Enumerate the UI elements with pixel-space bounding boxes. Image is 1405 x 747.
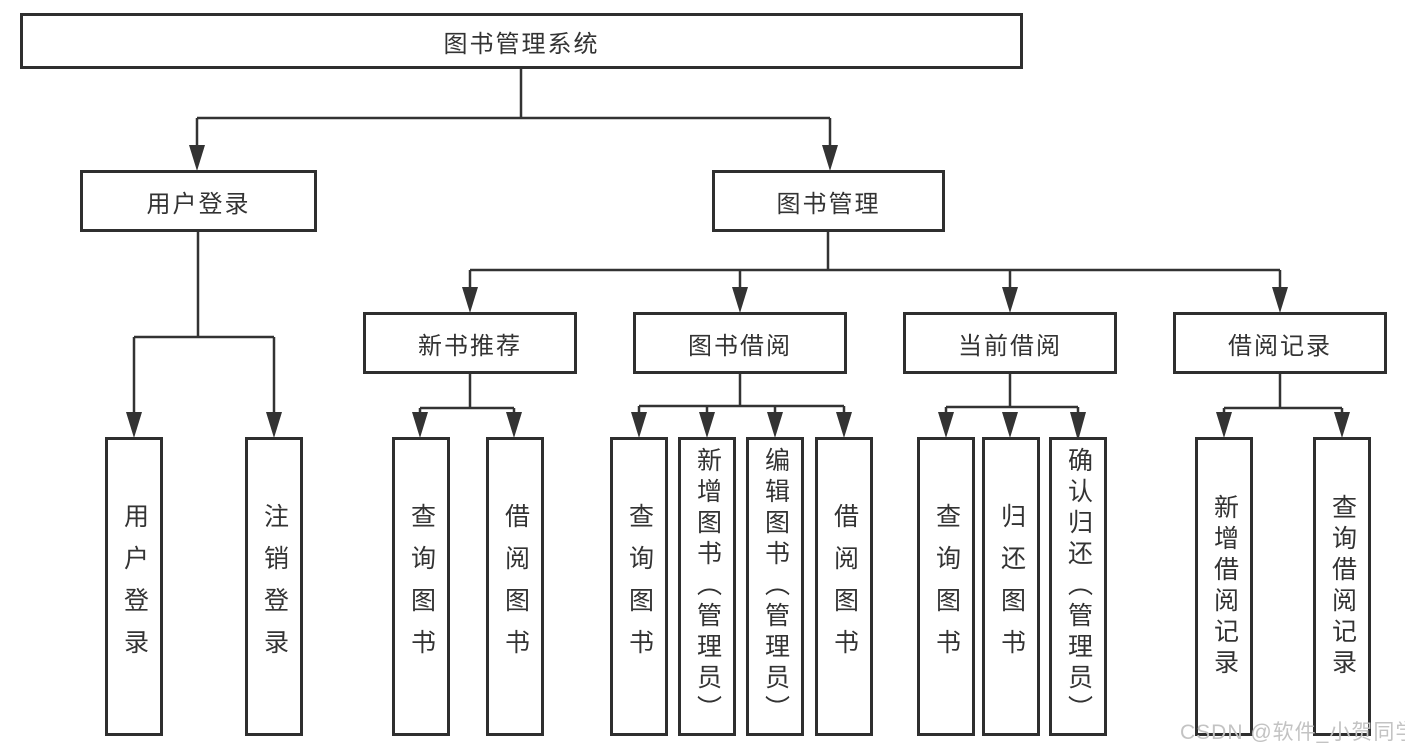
arrow-down-icon: [506, 412, 522, 438]
arrow-down-icon: [938, 412, 954, 438]
connector-current-to-leaves: [944, 374, 1080, 414]
node-current-borrow: 当前借阅: [903, 312, 1117, 374]
arrow-down-icon: [767, 412, 783, 438]
arrow-down-icon: [1070, 412, 1086, 441]
connector-newbook-to-leaves: [418, 374, 516, 414]
leaf-query-books-recommend: 查询图书: [392, 437, 450, 736]
arrow-down-icon: [266, 412, 282, 438]
leaf-edit-book-admin: 编辑图书（管理员）: [746, 437, 804, 736]
arrow-down-icon: [1002, 287, 1018, 313]
arrow-down-icon: [836, 412, 852, 438]
arrow-down-icon: [1216, 412, 1232, 438]
node-new-book-recommend: 新书推荐: [363, 312, 577, 374]
connector-records-to-leaves: [1222, 374, 1344, 414]
connector-root-to-level2: [195, 69, 832, 148]
leaf-return-books: 归还图书: [982, 437, 1040, 736]
node-borrow-records: 借阅记录: [1173, 312, 1387, 374]
connector-paths: [132, 69, 1344, 414]
node-user-login: 用户登录: [80, 170, 317, 232]
arrow-down-icon: [1002, 412, 1018, 438]
leaf-user-login: 用户登录: [105, 437, 163, 736]
leaf-logout: 注销登录: [245, 437, 303, 736]
connector-borrow-to-leaves: [637, 374, 846, 414]
node-root: 图书管理系统: [20, 13, 1023, 69]
arrow-down-icon: [1334, 412, 1350, 438]
arrow-down-icon: [189, 145, 205, 171]
leaf-query-books-current: 查询图书: [917, 437, 975, 736]
arrowheads: [126, 145, 1350, 441]
arrow-down-icon: [732, 287, 748, 313]
arrow-down-icon: [699, 412, 715, 438]
leaf-add-book-admin: 新增图书（管理员）: [678, 437, 736, 736]
node-book-borrow: 图书借阅: [633, 312, 847, 374]
leaf-query-borrow-record: 查询借阅记录: [1313, 437, 1371, 736]
watermark: CSDN @软件_小贺同学: [1180, 721, 1405, 744]
arrow-down-icon: [631, 412, 647, 438]
leaf-confirm-return-admin: 确认归还（管理员）: [1049, 437, 1107, 736]
arrow-down-icon: [1272, 287, 1288, 313]
leaf-query-books-borrow: 查询图书: [610, 437, 668, 736]
leaf-add-borrow-record: 新增借阅记录: [1195, 437, 1253, 736]
connector-bookmgmt-to-level3: [468, 232, 1282, 289]
node-book-management: 图书管理: [712, 170, 945, 232]
arrow-down-icon: [462, 287, 478, 313]
arrow-down-icon: [126, 412, 142, 438]
leaf-borrow-books: 借阅图书: [815, 437, 873, 736]
leaf-borrow-books-recommend: 借阅图书: [486, 437, 544, 736]
arrow-down-icon: [822, 145, 838, 171]
arrow-down-icon: [412, 412, 428, 438]
connector-userlogin-to-leaves: [132, 232, 276, 414]
